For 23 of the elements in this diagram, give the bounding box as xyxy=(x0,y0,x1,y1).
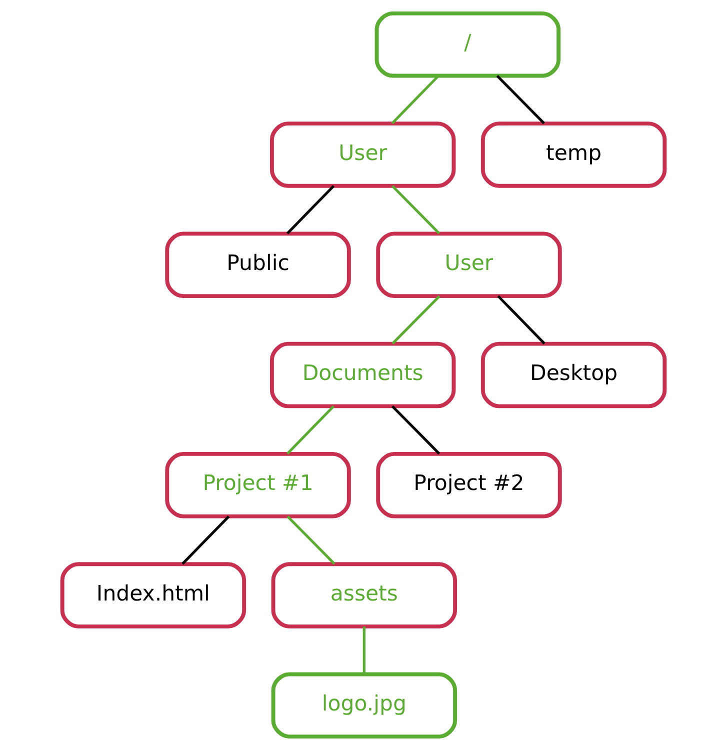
connector xyxy=(497,295,546,344)
node-box: Project #1 xyxy=(165,452,351,518)
node-box: Project #2 xyxy=(376,452,562,518)
connector xyxy=(362,626,366,674)
connector xyxy=(182,515,230,565)
connector xyxy=(391,185,440,234)
connector xyxy=(392,295,440,344)
connector xyxy=(286,515,336,565)
node-box: Index.html xyxy=(60,562,246,628)
node-box: User xyxy=(376,232,562,298)
connector xyxy=(286,185,335,234)
node-box: logo.jpg xyxy=(271,672,458,739)
connector xyxy=(391,405,440,455)
node-box: Documents xyxy=(270,342,456,408)
node-box: temp xyxy=(480,122,667,188)
node-box: Desktop xyxy=(480,342,667,408)
node-box: / xyxy=(374,11,561,78)
connector xyxy=(496,74,545,124)
node-box: assets xyxy=(271,562,458,628)
connector xyxy=(391,74,440,124)
node-box: Public xyxy=(165,232,351,298)
connector xyxy=(286,405,335,455)
node-box: User xyxy=(270,122,456,188)
